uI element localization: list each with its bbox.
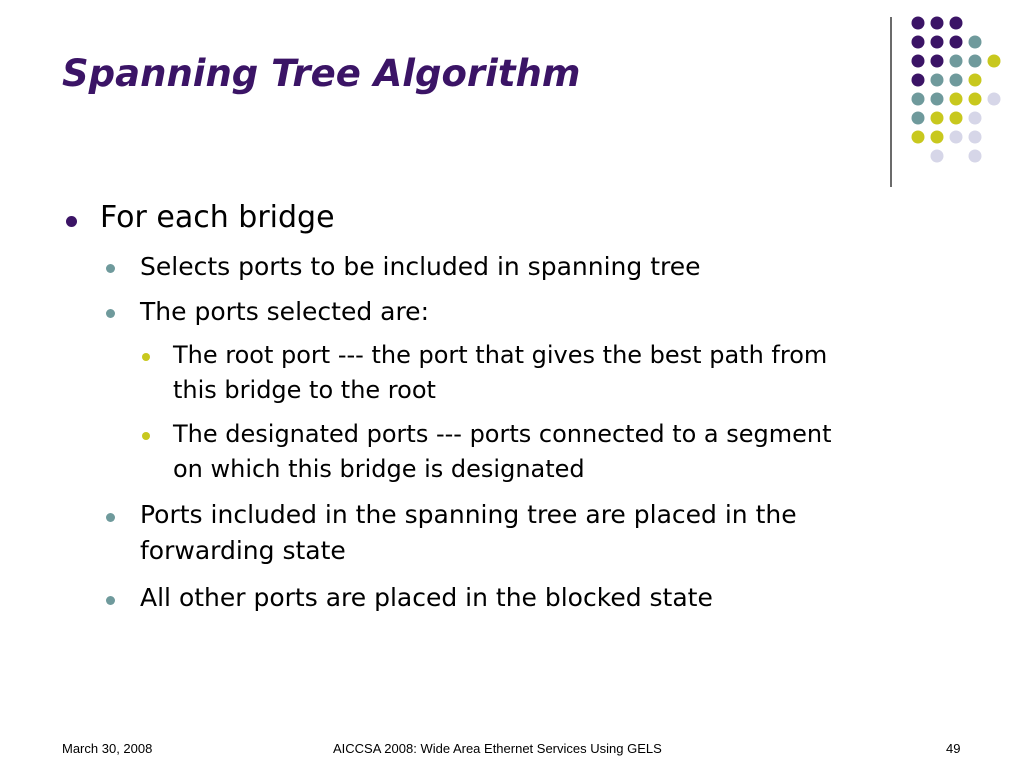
footer-page-number: 49 (946, 741, 961, 756)
bullet-level2-text: The ports selected are: (140, 297, 429, 326)
bullet-dot-icon (142, 432, 150, 440)
bullet-dot-icon (142, 353, 150, 361)
bullet-level3-text-continued: on which this bridge is designated (173, 455, 585, 483)
footer-title: AICCSA 2008: Wide Area Ethernet Services… (333, 741, 662, 756)
footer-date: March 30, 2008 (62, 741, 153, 756)
bullet-dot-icon (106, 264, 115, 273)
bullet-level2-text-continued: forwarding state (140, 536, 346, 565)
bullet-level1-text: For each bridge (100, 200, 335, 235)
bullet-dot-icon (66, 216, 77, 227)
decorative-dot-grid-icon (911, 16, 1001, 163)
bullet-dot-icon (106, 309, 115, 318)
slide-title: Spanning Tree Algorithm (62, 52, 581, 95)
bullet-level3-text: The root port --- the port that gives th… (173, 341, 828, 369)
bullet-level2-text: Ports included in the spanning tree are … (140, 500, 797, 529)
bullet-level3-text-continued: this bridge to the root (173, 376, 436, 404)
bullet-dot-icon (106, 596, 115, 605)
bullet-dot-icon (106, 513, 115, 522)
bullet-level2-text: All other ports are placed in the blocke… (140, 583, 713, 612)
title-divider-line (890, 17, 892, 187)
bullet-level3-text: The designated ports --- ports connected… (173, 420, 832, 448)
bullet-level2-text: Selects ports to be included in spanning… (140, 252, 701, 281)
